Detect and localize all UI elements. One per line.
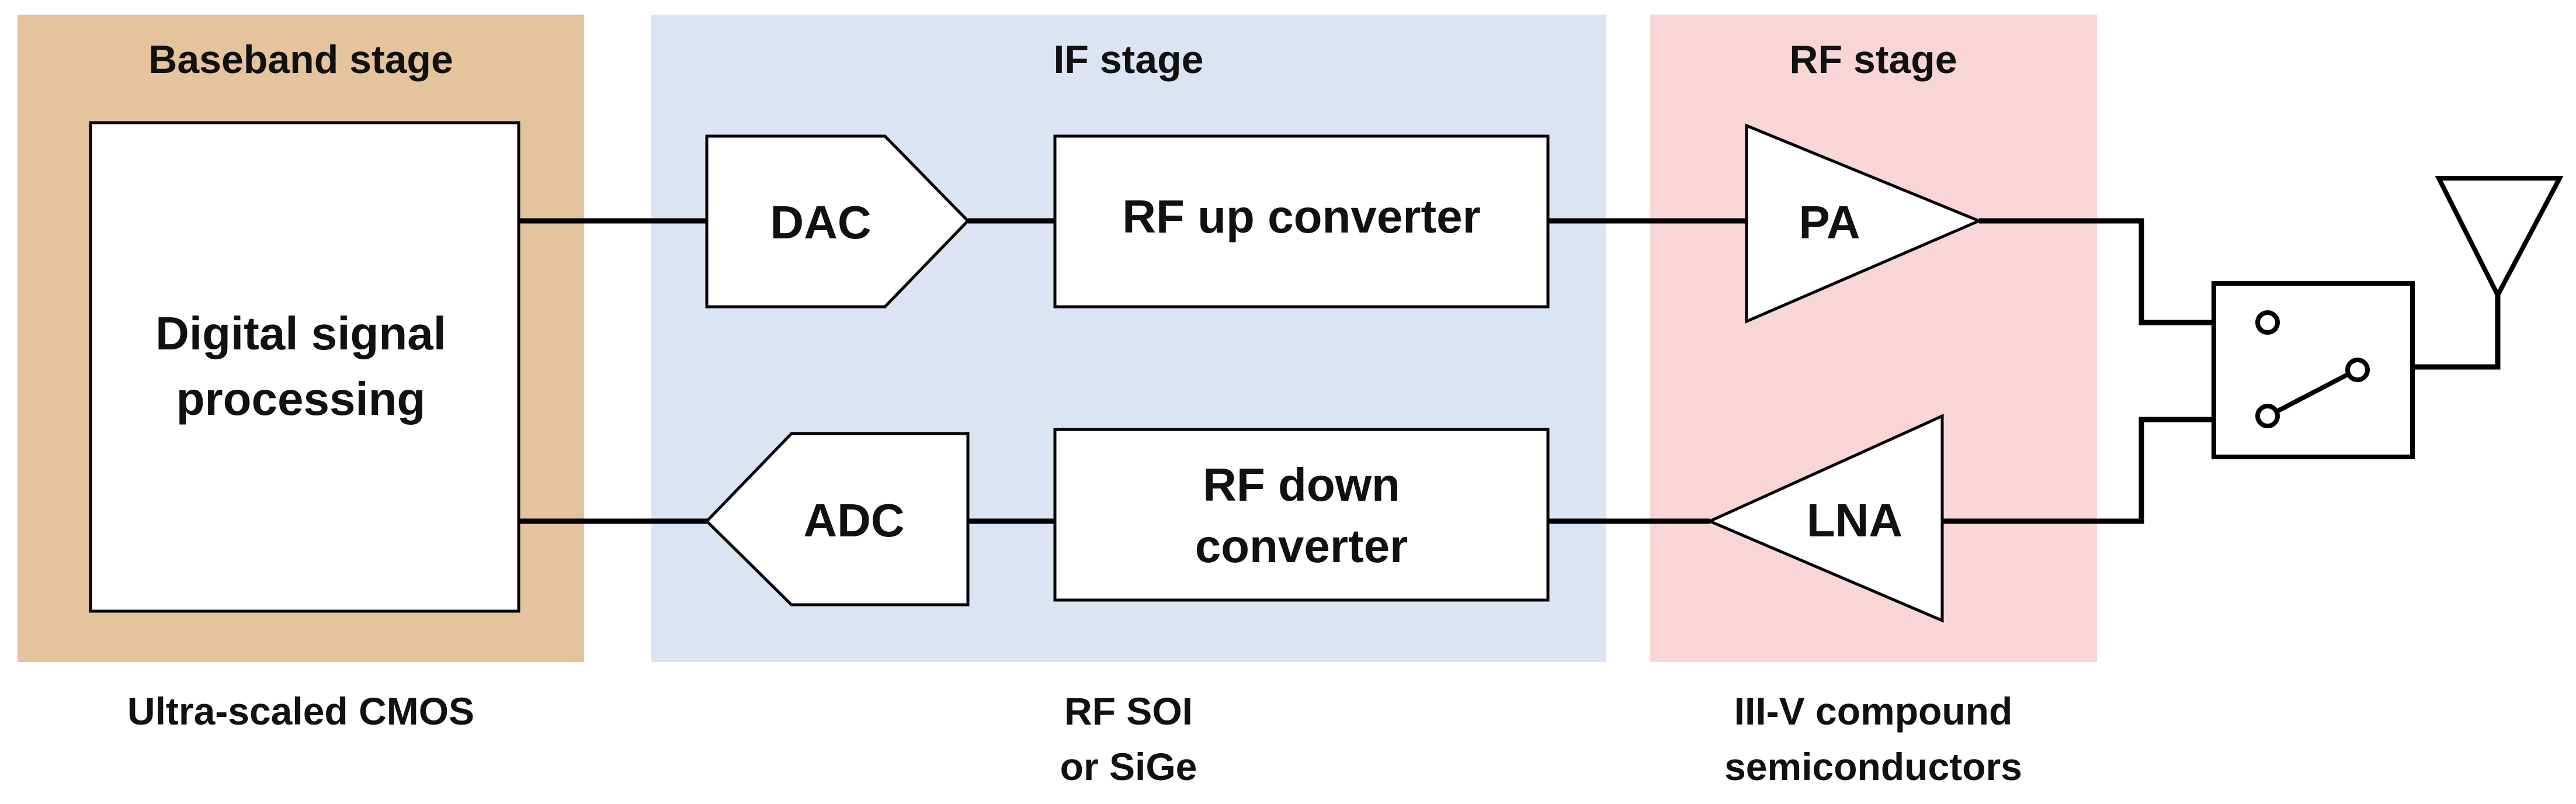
rf-up-converter-label: RF up converter xyxy=(1122,190,1480,242)
rf-up-converter-block xyxy=(1053,134,1550,309)
pa-label: PA xyxy=(1799,196,1860,248)
lna-amplifier-icon xyxy=(1706,414,1944,623)
dsp-label-line1: Digital signal xyxy=(155,307,446,359)
if-technology-caption-line2: or SiGe xyxy=(1060,745,1197,788)
rf-technology-caption-line2: semiconductors xyxy=(1724,745,2022,788)
rf-down-converter-label-line2: converter xyxy=(1195,520,1408,572)
rf-technology-caption-line1: III-V compound xyxy=(1734,689,2013,733)
baseband-technology-caption: Ultra-scaled CMOS xyxy=(127,689,474,733)
dac-label: DAC xyxy=(770,196,871,248)
tx-rx-switch-icon xyxy=(2212,281,2415,459)
if-technology-caption-line1: RF SOI xyxy=(1064,689,1193,733)
rf-stage-title: RF stage xyxy=(1789,37,1957,82)
rf-down-converter-block xyxy=(1053,428,1550,602)
signal-wires xyxy=(519,218,2501,524)
rf-down-converter-label-line1: RF down xyxy=(1203,459,1400,511)
dsp-block xyxy=(89,121,520,613)
adc-block xyxy=(704,432,970,607)
dac-block xyxy=(705,134,970,309)
adc-label: ADC xyxy=(803,494,904,546)
antenna-icon xyxy=(2435,176,2564,300)
dsp-label-line2: processing xyxy=(176,373,426,425)
baseband-stage-title: Baseband stage xyxy=(148,37,453,82)
pa-amplifier-icon xyxy=(1745,123,1983,324)
lna-label: LNA xyxy=(1807,494,1903,546)
if-stage-title: IF stage xyxy=(1054,37,1204,82)
